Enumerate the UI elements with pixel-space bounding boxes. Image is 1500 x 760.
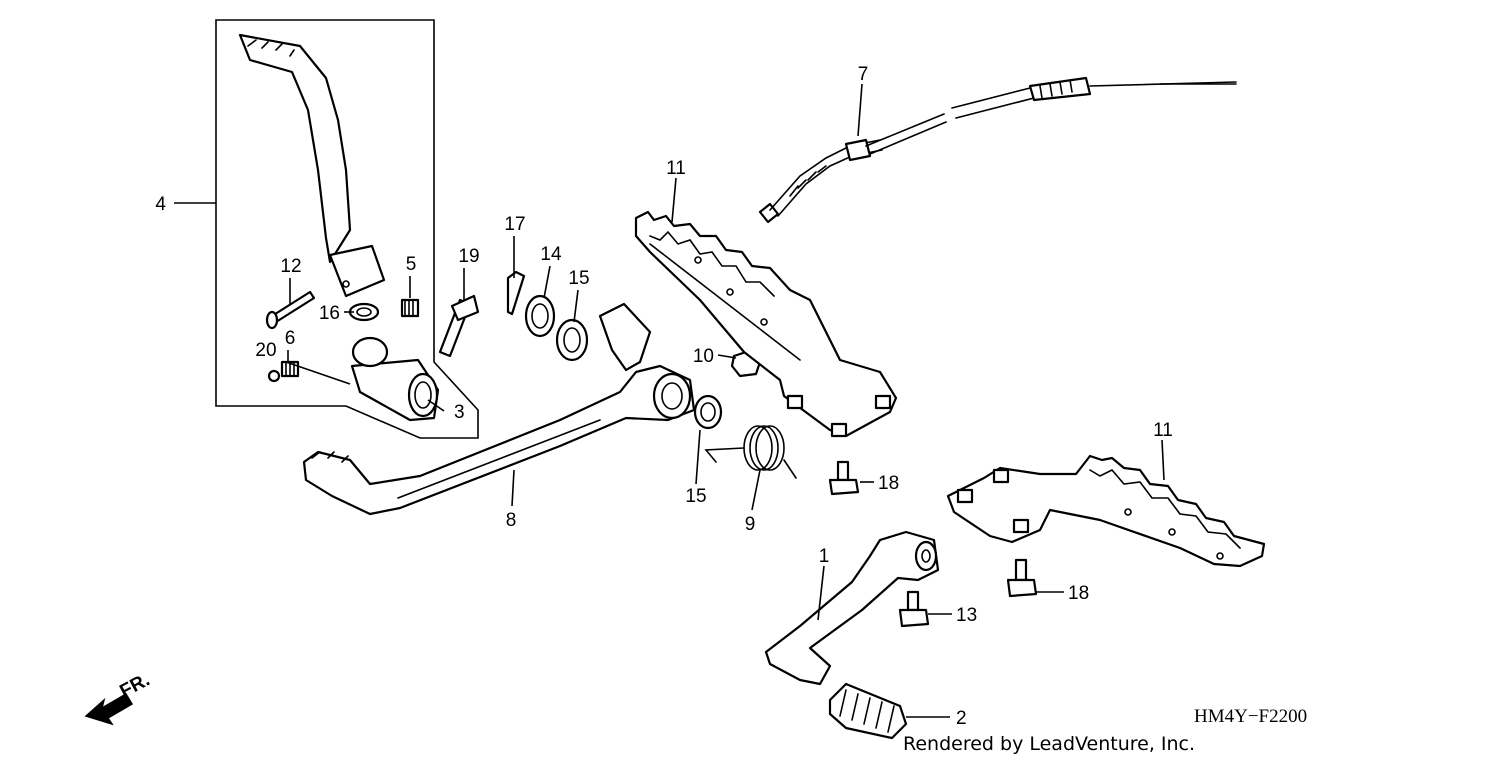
pedal-rubber	[828, 682, 908, 740]
bolt-18-lower	[1006, 558, 1038, 598]
callout-18-upper: 18	[878, 473, 899, 494]
kick-spindle	[350, 336, 440, 422]
kick-arm	[238, 33, 386, 298]
callout-2: 2	[956, 708, 967, 729]
assembly-bracket	[215, 19, 479, 439]
callout-5: 5	[406, 254, 417, 275]
callout-13: 13	[956, 605, 977, 626]
callout-11-upper: 11	[666, 158, 686, 179]
bolt-13	[898, 590, 930, 628]
callout-1: 1	[819, 546, 830, 567]
leader-lines	[174, 83, 1165, 718]
front-arrow-icon	[84, 692, 134, 726]
callout-6: 6	[285, 328, 296, 349]
callout-3: 3	[454, 402, 465, 423]
washer-14	[524, 294, 556, 338]
bolt-12	[265, 290, 316, 330]
callout-14: 14	[540, 244, 562, 265]
callout-7: 7	[858, 64, 869, 85]
callout-16: 16	[319, 303, 340, 324]
render-credit: Rendered by LeadVenture, Inc.	[903, 733, 1195, 755]
brake-pedal	[302, 302, 696, 516]
callout-10: 10	[693, 346, 714, 367]
bolt-18-upper	[828, 460, 860, 496]
diagram-code: HM4Y−F2200	[1194, 706, 1307, 727]
washer-16	[348, 302, 380, 322]
bolt-19	[438, 294, 480, 358]
callout-15-lower: 15	[685, 486, 706, 507]
brake-cable	[758, 76, 1237, 224]
washer-15-lower	[693, 394, 723, 430]
footpeg-right	[946, 454, 1266, 568]
callouts: 4 12 5 16 20 6 3 19 17 14 15 10 7 11 11 …	[155, 64, 1172, 729]
callout-17: 17	[504, 214, 525, 235]
footpeg-left	[634, 210, 898, 438]
callout-19: 19	[458, 246, 479, 267]
callout-18-lower: 18	[1068, 583, 1089, 604]
callout-11-lower: 11	[1153, 420, 1173, 441]
callout-15-upper: 15	[568, 268, 589, 289]
front-indicator: FR.	[84, 670, 153, 726]
spring-5	[400, 298, 420, 318]
cotter-pin-17	[506, 270, 526, 316]
callout-8: 8	[506, 510, 517, 531]
return-spring-9	[704, 425, 797, 479]
washer-15-upper	[555, 318, 589, 362]
ball-20	[267, 369, 281, 383]
callout-20: 20	[255, 340, 276, 361]
callout-12: 12	[280, 256, 301, 277]
callout-9: 9	[745, 514, 756, 535]
callout-4: 4	[155, 194, 166, 215]
shift-pedal	[764, 530, 940, 686]
